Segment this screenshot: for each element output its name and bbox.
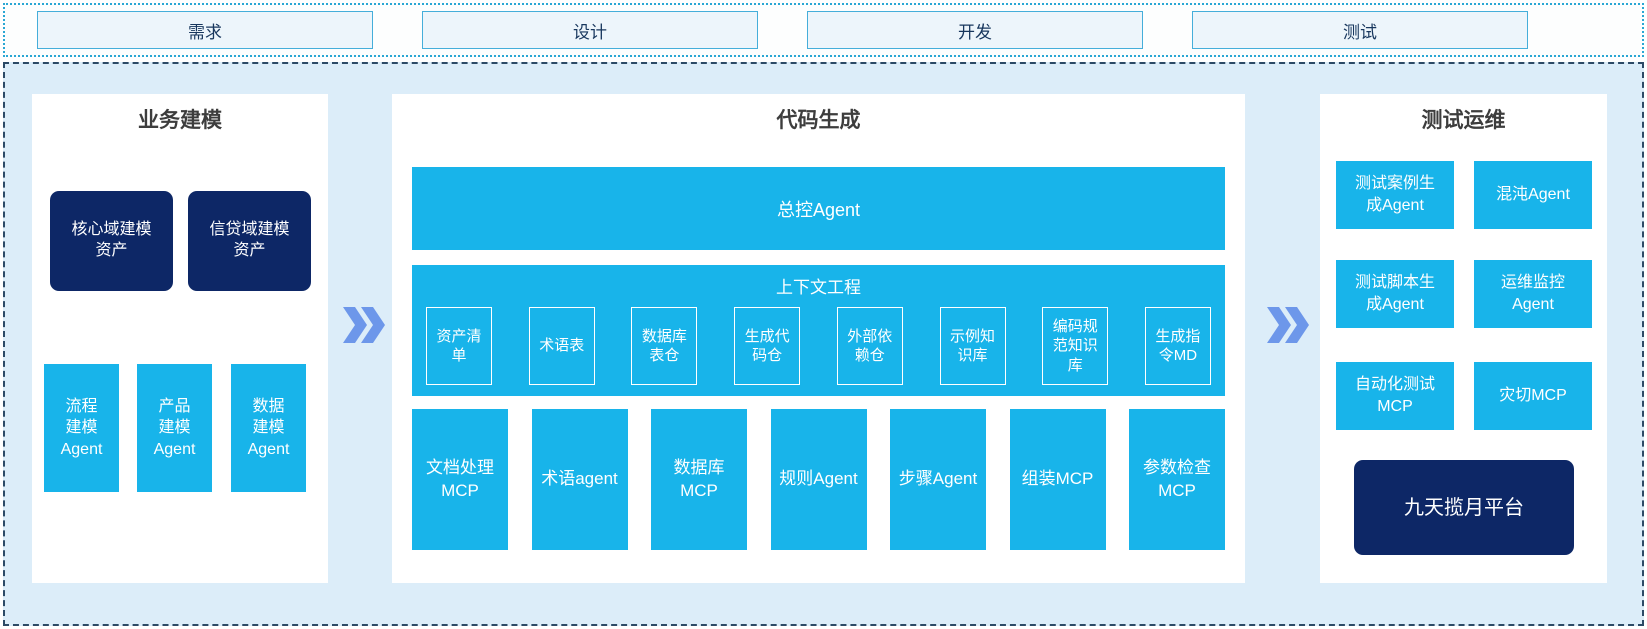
panel-title: 业务建模 xyxy=(138,109,222,132)
disaster-switch-mcp-box: 灾切MCP xyxy=(1474,362,1592,430)
phase-box-design: 设计 xyxy=(422,11,758,49)
phase-label: 开发 xyxy=(958,22,992,42)
phase-label: 测试 xyxy=(1343,22,1377,42)
context-engineering-block: 上下文工程 资产清 单 术语表 数据库 表仓 生成代 码仓 外部依 赖仓 示例知… xyxy=(412,265,1225,396)
context-engineering-title: 上下文工程 xyxy=(776,278,861,297)
context-item-example-knowledge-base: 示例知 识库 xyxy=(939,307,1006,385)
phase-strip: 需求 设计 开发 测试 xyxy=(3,3,1644,57)
context-item-external-dependency-repo: 外部依 赖仓 xyxy=(836,307,903,385)
panel-business-modeling: 业务建模 核心域建模 资产 信贷域建模 资产 流程 建模 Agent 产品 建模… xyxy=(32,94,328,583)
panel-test-operations: 测试运维 测试案例生 成Agent 混沌Agent 测试脚本生 成Agent 运… xyxy=(1320,94,1607,583)
automated-testing-mcp-box: 自动化测试 MCP xyxy=(1336,362,1454,430)
assembly-mcp-box: 组装MCP xyxy=(1009,409,1106,550)
data-modeling-agent-box: 数据 建模 Agent xyxy=(231,364,306,492)
panel-title: 代码生成 xyxy=(776,109,861,132)
main-section: 业务建模 核心域建模 资产 信贷域建模 资产 流程 建模 Agent 产品 建模… xyxy=(3,62,1644,626)
core-domain-asset-box: 核心域建模 资产 xyxy=(50,191,173,291)
database-mcp-box: 数据库 MCP xyxy=(651,409,747,550)
phase-label: 需求 xyxy=(188,22,222,42)
phase-label: 设计 xyxy=(573,22,607,42)
jiutian-lanyue-platform-box: 九天揽月平台 xyxy=(1354,460,1574,555)
context-item-asset-list: 资产清 单 xyxy=(426,307,492,385)
context-item-generated-code-repo: 生成代 码仓 xyxy=(734,307,801,385)
context-item-glossary: 术语表 xyxy=(528,307,595,385)
rule-agent-box: 规则Agent xyxy=(770,409,867,550)
ops-monitoring-agent-box: 运维监控 Agent xyxy=(1474,260,1592,328)
context-item-coding-standard-knowledge-base: 编码规 范知识 库 xyxy=(1042,307,1109,385)
chaos-agent-box: 混沌Agent xyxy=(1474,161,1592,229)
document-processing-mcp-box: 文档处理 MCP xyxy=(412,409,508,550)
context-items-row: 资产清 单 术语表 数据库 表仓 生成代 码仓 外部依 赖仓 示例知 识库 编码… xyxy=(426,307,1211,385)
step-agent-box: 步骤Agent xyxy=(890,409,986,550)
master-agent-bar: 总控Agent xyxy=(412,167,1225,250)
terminology-agent-box: 术语agent xyxy=(531,409,628,550)
context-item-generation-instruction-md: 生成指 令MD xyxy=(1144,307,1211,385)
test-case-generation-agent-box: 测试案例生 成Agent xyxy=(1336,161,1454,229)
credit-domain-asset-box: 信贷域建模 资产 xyxy=(188,191,311,291)
flow-arrow-1-icon xyxy=(343,307,385,343)
context-item-database-table-repo: 数据库 表仓 xyxy=(631,307,698,385)
parameter-check-mcp-box: 参数检查 MCP xyxy=(1129,409,1225,550)
phase-box-development: 开发 xyxy=(807,11,1143,49)
tool-row: 文档处理 MCP 术语agent 数据库 MCP 规则Agent 步骤Agent… xyxy=(412,409,1225,550)
phase-box-testing: 测试 xyxy=(1192,11,1528,49)
phase-box-requirements: 需求 xyxy=(37,11,373,49)
process-modeling-agent-box: 流程 建模 Agent xyxy=(44,364,119,492)
panel-title: 测试运维 xyxy=(1421,109,1506,132)
product-modeling-agent-box: 产品 建模 Agent xyxy=(137,364,212,492)
panel-code-generation: 代码生成 总控Agent 上下文工程 资产清 单 术语表 数据库 表仓 生成代 … xyxy=(392,94,1245,583)
flow-arrow-2-icon xyxy=(1267,307,1309,343)
test-script-generation-agent-box: 测试脚本生 成Agent xyxy=(1336,260,1454,328)
